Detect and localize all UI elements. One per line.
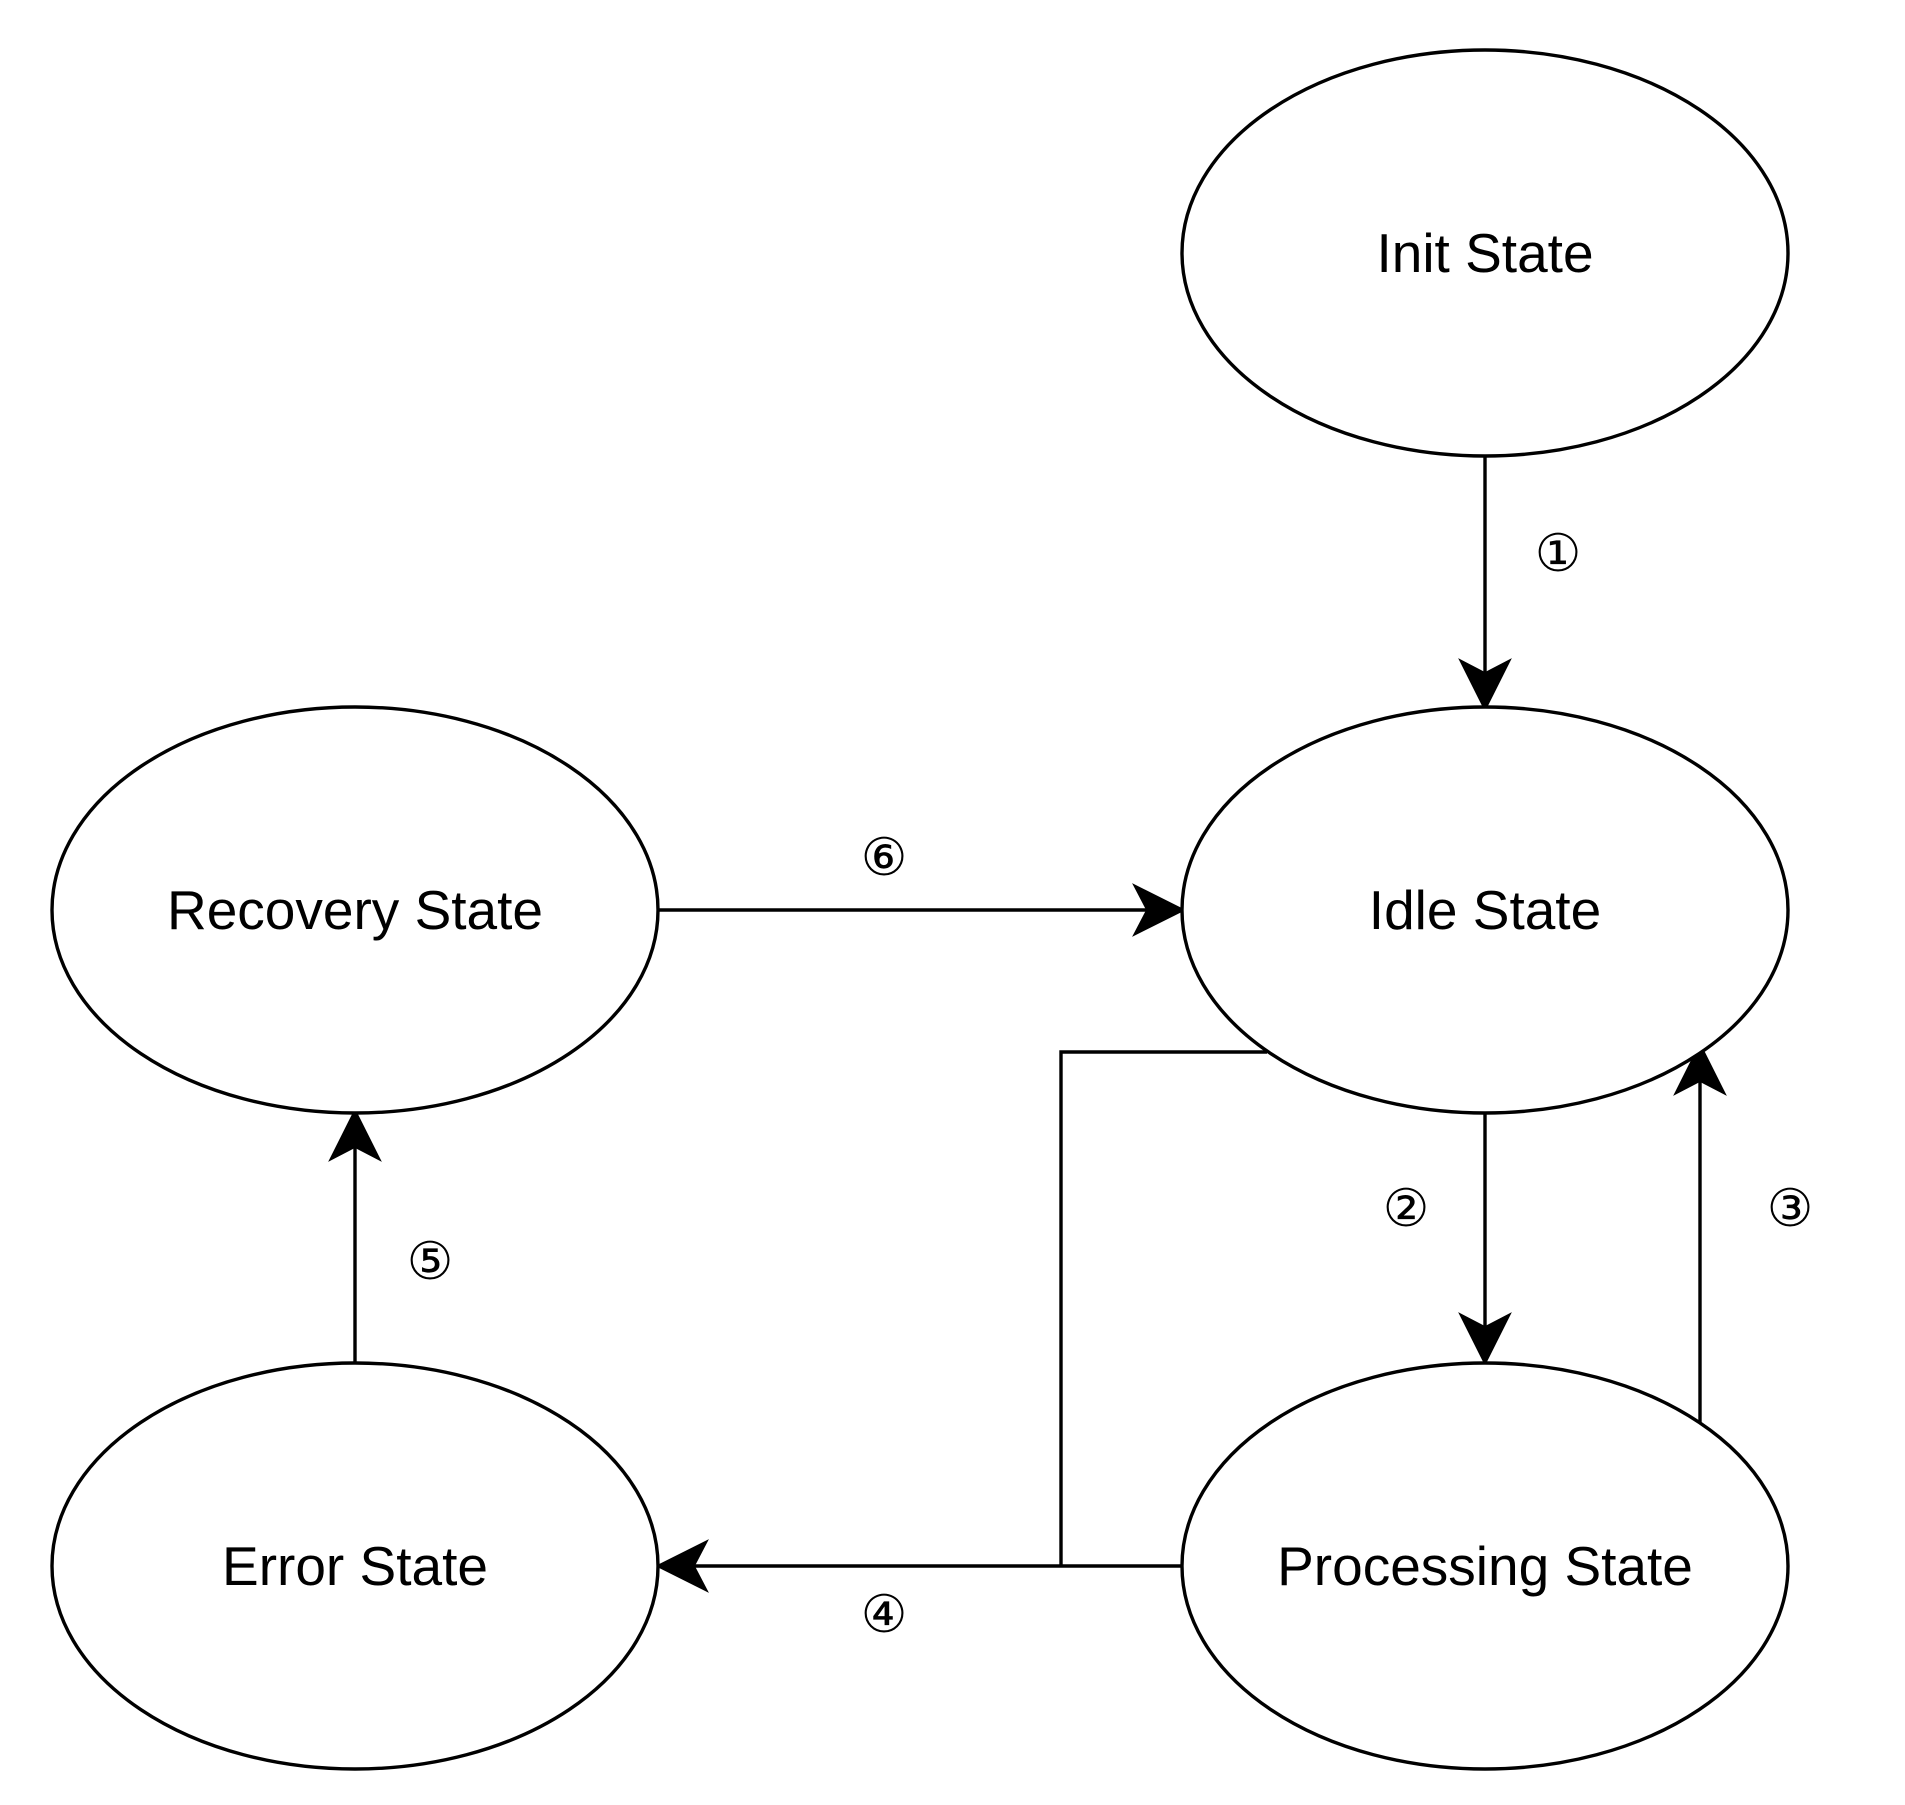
transition-label-5: ⑤ (407, 1232, 454, 1292)
transition-recovery-to-idle (658, 883, 1186, 937)
transition-idle-to-error-branch (1059, 1050, 1267, 1566)
state-idle-label: Idle State (1369, 879, 1601, 941)
transition-label-4: ④ (861, 1585, 908, 1645)
transition-label-1: ① (1535, 524, 1582, 584)
state-recovery-label: Recovery State (167, 879, 543, 941)
state-init[interactable]: Init State (1180, 48, 1790, 458)
transition-processing-to-idle (1673, 1042, 1727, 1422)
transition-idle-to-processing (1458, 1112, 1512, 1366)
state-error[interactable]: Error State (50, 1361, 660, 1771)
state-recovery[interactable]: Recovery State (50, 705, 660, 1115)
transition-processing-to-error (655, 1539, 1182, 1593)
transition-init-to-idle (1458, 457, 1512, 712)
state-processing-label: Processing State (1277, 1535, 1693, 1597)
transition-error-to-recovery (328, 1108, 382, 1362)
transition-label-6: ⑥ (861, 828, 908, 888)
state-idle[interactable]: Idle State (1180, 705, 1790, 1115)
state-processing[interactable]: Processing State (1180, 1361, 1790, 1771)
transition-label-3: ③ (1767, 1179, 1814, 1239)
transition-label-2: ② (1383, 1179, 1430, 1239)
state-error-label: Error State (222, 1535, 488, 1597)
state-init-label: Init State (1376, 222, 1593, 284)
